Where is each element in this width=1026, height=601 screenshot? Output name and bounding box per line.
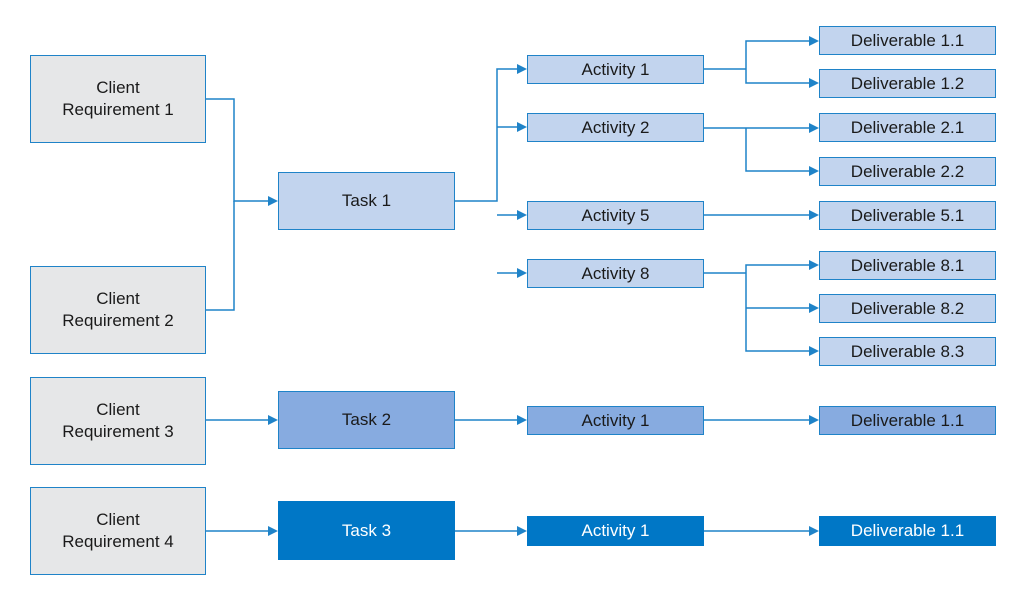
client-requirement-4: Client Requirement 4 [30,487,206,575]
client-requirement-2: Client Requirement 2 [30,266,206,354]
deliverable-2-1: Deliverable 2.1 [819,113,996,142]
task-2: Task 2 [278,391,455,449]
deliverable-5-1: Deliverable 5.1 [819,201,996,230]
deliverable-1-2: Deliverable 1.2 [819,69,996,98]
activity-2: Activity 2 [527,113,704,142]
activity-1-task-3: Activity 1 [527,516,704,546]
deliverable-1-1-task-3: Deliverable 1.1 [819,516,996,546]
connector-req1-task1 [206,98,270,202]
arrowhead [517,122,527,132]
arrowhead [517,64,527,74]
arrowhead [809,123,819,133]
deliverable-8-3: Deliverable 8.3 [819,337,996,366]
arrowhead [809,526,819,536]
connector-activity2-deliverables [704,127,810,172]
connector-req2-task1 [206,201,235,311]
arrowhead [517,210,527,220]
deliverable-1-1-task-2: Deliverable 1.1 [819,406,996,435]
deliverable-8-1: Deliverable 8.1 [819,251,996,280]
arrowhead [809,210,819,220]
activity-1-task-2: Activity 1 [527,406,704,435]
arrowhead [809,346,819,356]
arrowhead [809,166,819,176]
arrowhead [809,260,819,270]
deliverable-1-1: Deliverable 1.1 [819,26,996,55]
task-1: Task 1 [278,172,455,230]
activity-1: Activity 1 [527,55,704,84]
arrowhead [809,78,819,88]
arrowhead [809,303,819,313]
arrowhead [809,36,819,46]
client-requirement-3: Client Requirement 3 [30,377,206,465]
arrowhead [517,415,527,425]
arrowhead [809,415,819,425]
arrowhead [517,268,527,278]
arrowhead [268,196,278,206]
deliverable-8-2: Deliverable 8.2 [819,294,996,323]
task-3: Task 3 [278,501,455,560]
activity-5: Activity 5 [527,201,704,230]
arrowhead [268,526,278,536]
deliverable-2-2: Deliverable 2.2 [819,157,996,186]
connector-activity1-deliverables [704,40,810,84]
activity-8: Activity 8 [527,259,704,288]
arrowhead [268,415,278,425]
connector-task1-activities [455,68,518,274]
client-requirement-1: Client Requirement 1 [30,55,206,143]
connector-activity8-deliverables [704,264,810,352]
arrowhead [517,526,527,536]
